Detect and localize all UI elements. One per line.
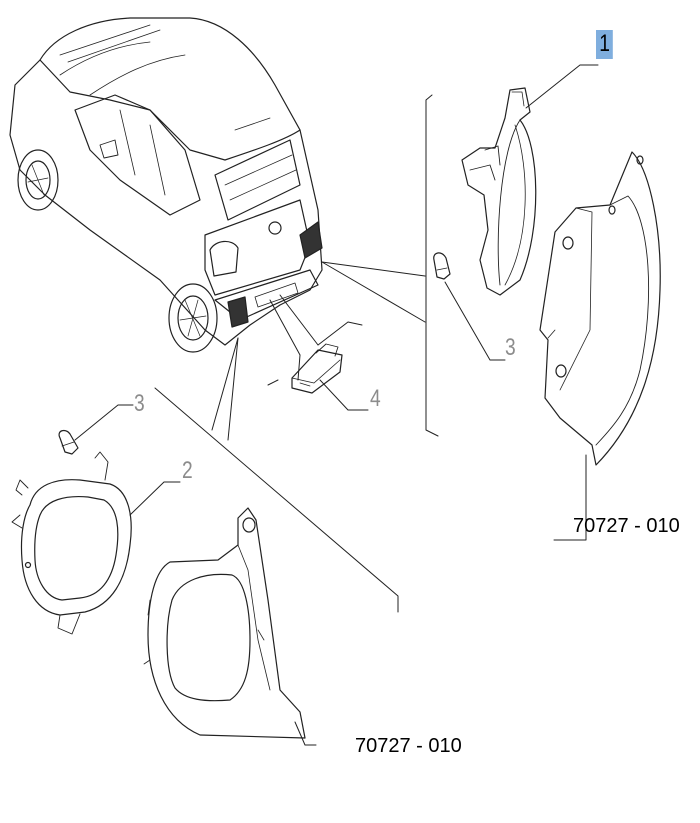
callout-4: 4	[370, 385, 381, 412]
bulb-part-lower	[58, 429, 79, 455]
callout-1: 1	[596, 30, 614, 59]
reflector-lamp-part	[11, 451, 132, 635]
tail-lamp-part	[461, 87, 537, 296]
callout-2: 2	[182, 457, 193, 484]
car-illustration	[9, 17, 323, 353]
plate-light-part	[291, 343, 343, 394]
bulb-part-upper	[433, 252, 451, 280]
lower-trim-panel	[143, 507, 306, 739]
callout-3-upper: 3	[505, 334, 516, 361]
upper-trim-panel	[539, 151, 661, 466]
ref-code-lower-trim: 70727 - 010	[355, 735, 462, 757]
leader-lines	[74, 64, 599, 746]
callout-3-lower: 3	[134, 390, 145, 417]
ref-code-upper-trim: 70727 - 010	[573, 515, 680, 537]
